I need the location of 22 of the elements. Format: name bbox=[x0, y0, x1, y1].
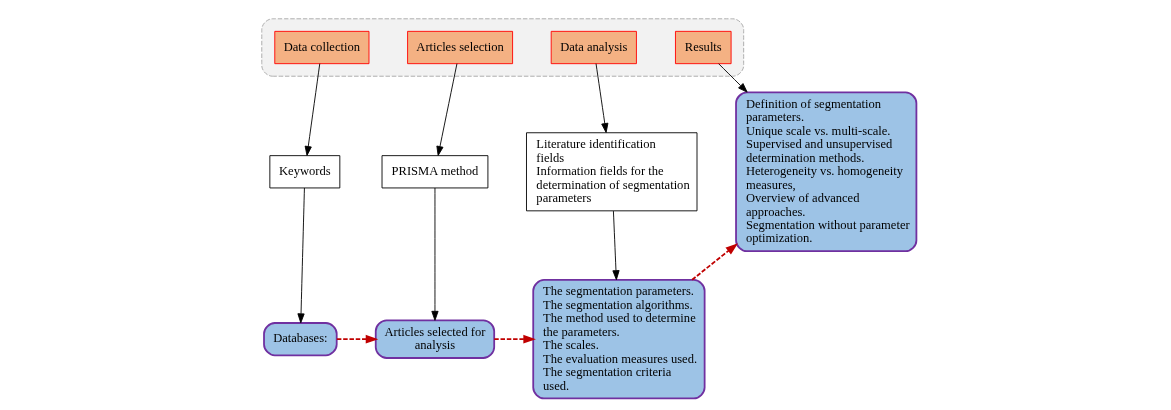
node-box: Data analysis bbox=[550, 30, 637, 65]
node-box: Keywords bbox=[269, 155, 341, 189]
arrow bbox=[336, 334, 379, 344]
arrow bbox=[431, 187, 439, 321]
cluster bbox=[261, 18, 745, 77]
arrow bbox=[297, 187, 305, 324]
node-box: Results bbox=[675, 30, 732, 65]
node-box: Data collection bbox=[274, 30, 370, 65]
node-box: Articles selected for analysis bbox=[374, 319, 496, 359]
arrow bbox=[595, 63, 609, 133]
node-box: The segmentation parameters. The segmentation algorithms. The method used to determine the parameters. The scales. The evaluation measures used. The segmentation criteria used. bbox=[532, 279, 706, 400]
node-box: Literature identification fields Information fields for the determination of segmentation parameters bbox=[526, 132, 698, 212]
arrow bbox=[436, 63, 458, 156]
node-box: PRISMA method bbox=[381, 155, 489, 189]
node-box: Articles selection bbox=[407, 30, 514, 65]
arrow bbox=[691, 243, 738, 281]
node-box: Definition of segmentation parameters. Unique scale vs. multi-scale. Supervised and unsupervised determination methods. Heterogeneity vs. homogeneity measures, Overview of advanced approaches. Segmentation without parameter optimization. bbox=[735, 91, 918, 253]
arrow bbox=[718, 63, 748, 93]
arrow bbox=[612, 210, 620, 281]
arrow bbox=[304, 63, 321, 156]
node-box: Databases: bbox=[263, 322, 338, 357]
arrow bbox=[493, 334, 536, 344]
